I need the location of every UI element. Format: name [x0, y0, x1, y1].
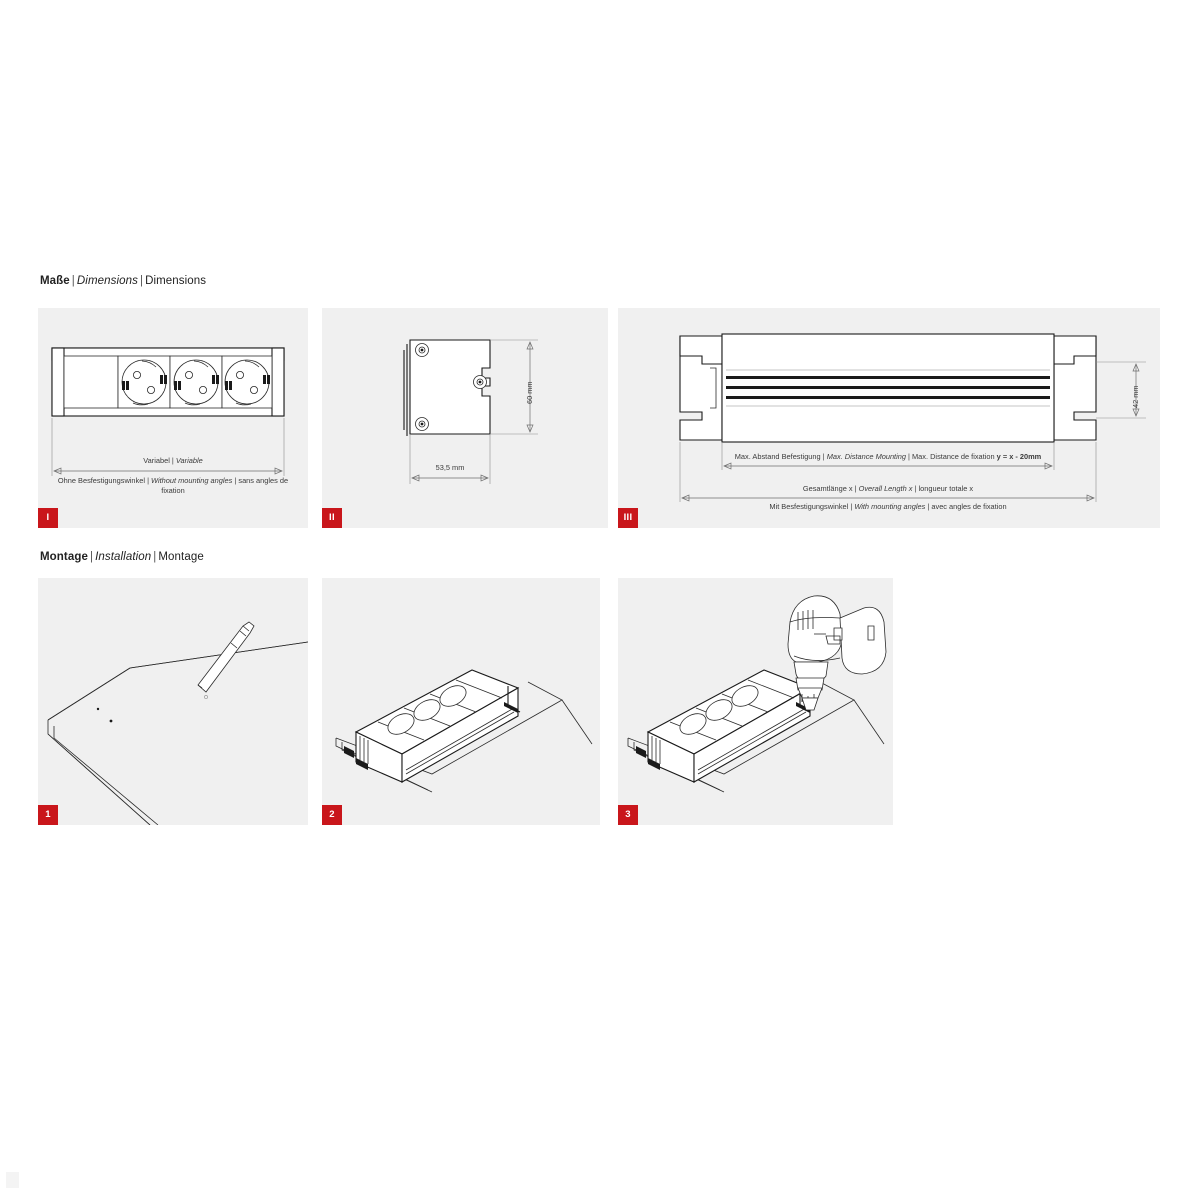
panel3-l2-de: Gesamtlänge x	[802, 484, 853, 493]
panel3-l2-en: Overall Length x	[858, 484, 913, 493]
dimension-panel-1: Variabel | Variable Ohne Besfestigungswi…	[38, 308, 308, 528]
panel-badge-1: I	[38, 508, 58, 528]
heading2-sep-2: |	[153, 551, 157, 563]
panel1-dimension-label: Variabel | Variable	[38, 456, 308, 466]
panel3-l1-sep2: |	[908, 452, 910, 461]
step-badge-1: 1	[38, 805, 58, 825]
panel3-line-with-angles: Mit Besfestigungswinkel | With mounting …	[678, 502, 1098, 512]
panel1-cap-en: Without mounting angles	[151, 476, 233, 485]
socket-glyph-3	[224, 359, 270, 406]
pen-icon	[197, 621, 255, 693]
panel3-l3-sep2: |	[927, 502, 930, 511]
dimension-panel-2: 60 mm 53,5 mm II	[322, 308, 608, 528]
socket-unit	[343, 669, 521, 783]
heading-en: Dimensions	[76, 275, 138, 287]
panel1-cap-de: Ohne Besfestigungswinkel	[57, 476, 145, 485]
socket-unit	[636, 669, 812, 783]
panel1-caption: Ohne Besfestigungswinkel | Without mount…	[46, 476, 300, 496]
step3-illustration	[627, 595, 887, 793]
section-heading-dimensions: Maße|Dimensions|Dimensions	[40, 275, 206, 287]
panel3-line-overall-length: Gesamtlänge x | Overall Length x | longu…	[678, 484, 1098, 494]
panel1-dim-sep: |	[171, 456, 174, 465]
panel3-l2-sep2: |	[914, 484, 917, 493]
panel3-l3-fr: avec angles de fixation	[931, 502, 1007, 511]
panel-badge-3: III	[618, 508, 638, 528]
installation-panel-3: 3	[618, 578, 893, 825]
panel3-l2-fr: longueur totale x	[918, 484, 974, 493]
heading-sep-2: |	[139, 275, 144, 287]
panel2-height-label: 60 mm	[525, 381, 534, 404]
section-heading-installation: Montage|Installation|Montage	[40, 551, 204, 563]
panel3-l1-en: Max. Distance Mounting	[826, 452, 906, 461]
heading2-de: Montage	[40, 551, 88, 563]
installation-panel-1: 1	[38, 578, 308, 825]
screw-boss-bottom	[415, 417, 429, 431]
panel3-l1-fr: Max. Distance de fixation	[912, 452, 995, 461]
front-view-drawing	[51, 347, 285, 476]
panel-badge-2: II	[322, 508, 342, 528]
heading2-en: Installation	[95, 551, 152, 563]
heading-sep-1: |	[71, 275, 75, 287]
step-badge-3: 3	[618, 805, 638, 825]
panel3-line-max-distance: Max. Abstand Befestigung | Max. Distance…	[678, 452, 1098, 462]
installation-panel-2: 2	[322, 578, 600, 825]
step2-illustration	[335, 669, 593, 793]
screw-boss-top	[415, 343, 429, 357]
panel1-cap-fr: sans angles de fixation	[161, 476, 289, 495]
panel3-l1-sep1: |	[822, 452, 825, 461]
heading-de: Maße	[40, 275, 70, 287]
panel2-width-label: 53,5 mm	[435, 463, 465, 472]
panel3-l3-de: Mit Besfestigungswinkel	[769, 502, 849, 511]
heading-fr: Dimensions	[145, 275, 207, 287]
panel3-height-label: 42 mm	[1131, 385, 1140, 408]
heading2-sep-1: |	[89, 551, 94, 563]
side-view-drawing	[403, 339, 538, 484]
drill-icon	[787, 595, 887, 711]
step1-illustration	[47, 621, 308, 825]
panel1-dim-de: Variabel	[143, 456, 170, 465]
step-badge-2: 2	[322, 805, 342, 825]
panel1-cap-sep2: |	[234, 476, 237, 485]
panel3-l2-sep1: |	[854, 484, 857, 493]
heading2-fr: Montage	[158, 551, 204, 563]
panel3-l3-sep1: |	[850, 502, 853, 511]
panel1-dim-en: Variable	[175, 456, 203, 465]
panel3-l1-de: Max. Abstand Befestigung	[734, 452, 821, 461]
screw-boss-middle	[473, 375, 487, 389]
page-corner-mark	[6, 1172, 19, 1188]
dimension-panel-3: 42 mm Max. Abstand Befestigung | Max. Di…	[618, 308, 1160, 528]
top-view-drawing	[679, 333, 1146, 502]
panel3-l3-en: With mounting angles	[854, 502, 926, 511]
panel3-formula: y = x - 20mm	[996, 452, 1042, 461]
socket-glyph-1	[121, 359, 167, 406]
socket-glyph-2	[173, 359, 219, 406]
panel1-cap-sep1: |	[147, 476, 149, 485]
